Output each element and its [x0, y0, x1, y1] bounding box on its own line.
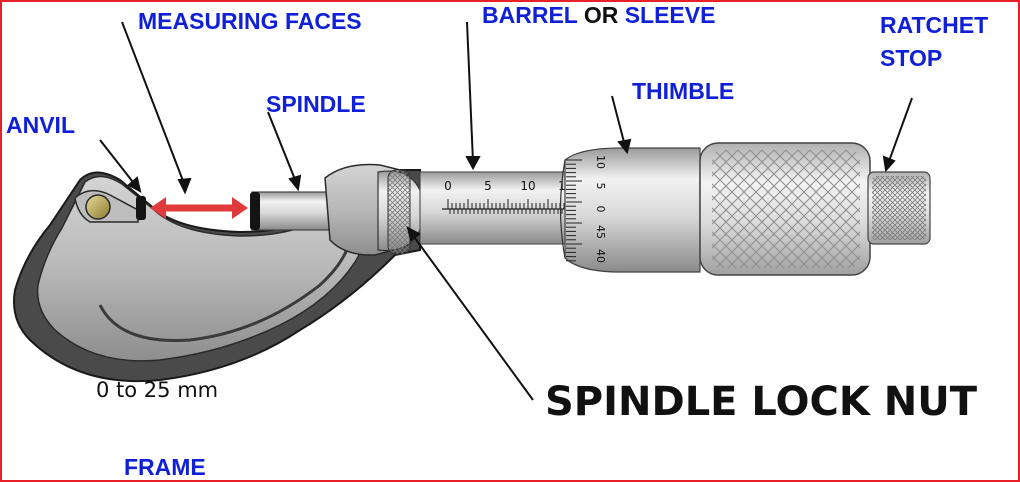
label-spindle-lock-nut: SPINDLE LOCK NUT [545, 379, 978, 425]
thimble-label-45: 45 [594, 225, 607, 239]
label-or: OR [583, 2, 619, 28]
ratchet-stop [867, 171, 931, 245]
thimble-label-40: 40 [594, 249, 607, 263]
thimble-label-0: 0 [594, 206, 607, 213]
measuring-gap-arrow [150, 197, 248, 219]
label-ratchet: RATCHET [880, 12, 989, 38]
label-thimble: THIMBLE [632, 78, 735, 104]
thimble-knurled-grip [699, 142, 871, 276]
sleeve-label-5: 5 [484, 179, 492, 193]
anvil-face [136, 196, 146, 220]
sleeve-label-0: 0 [444, 179, 452, 193]
label-spindle: SPINDLE [266, 91, 366, 117]
label-anvil: ANVIL [6, 112, 75, 138]
barrel-sleeve: 0 5 10 1 [419, 171, 571, 245]
thimble-label-5: 5 [594, 183, 607, 190]
label-barrel-or-sleeve: BARREL OR SLEEVE [482, 4, 715, 27]
label-frame: FRAME [124, 454, 206, 480]
label-sleeve: SLEEVE [624, 2, 716, 28]
thimble: 10 5 0 45 40 [559, 147, 701, 273]
label-measuring-faces: MEASURING FACES [138, 8, 362, 34]
sleeve-graduations [447, 199, 567, 214]
label-stop: STOP [880, 45, 943, 71]
label-barrel: BARREL [482, 2, 578, 28]
range-label: 0 to 25 mm [96, 378, 219, 402]
thimble-label-10: 10 [594, 155, 607, 169]
sleeve-label-10: 10 [520, 179, 535, 193]
thimble-graduations [566, 159, 582, 262]
pointer-lines [99, 21, 913, 401]
